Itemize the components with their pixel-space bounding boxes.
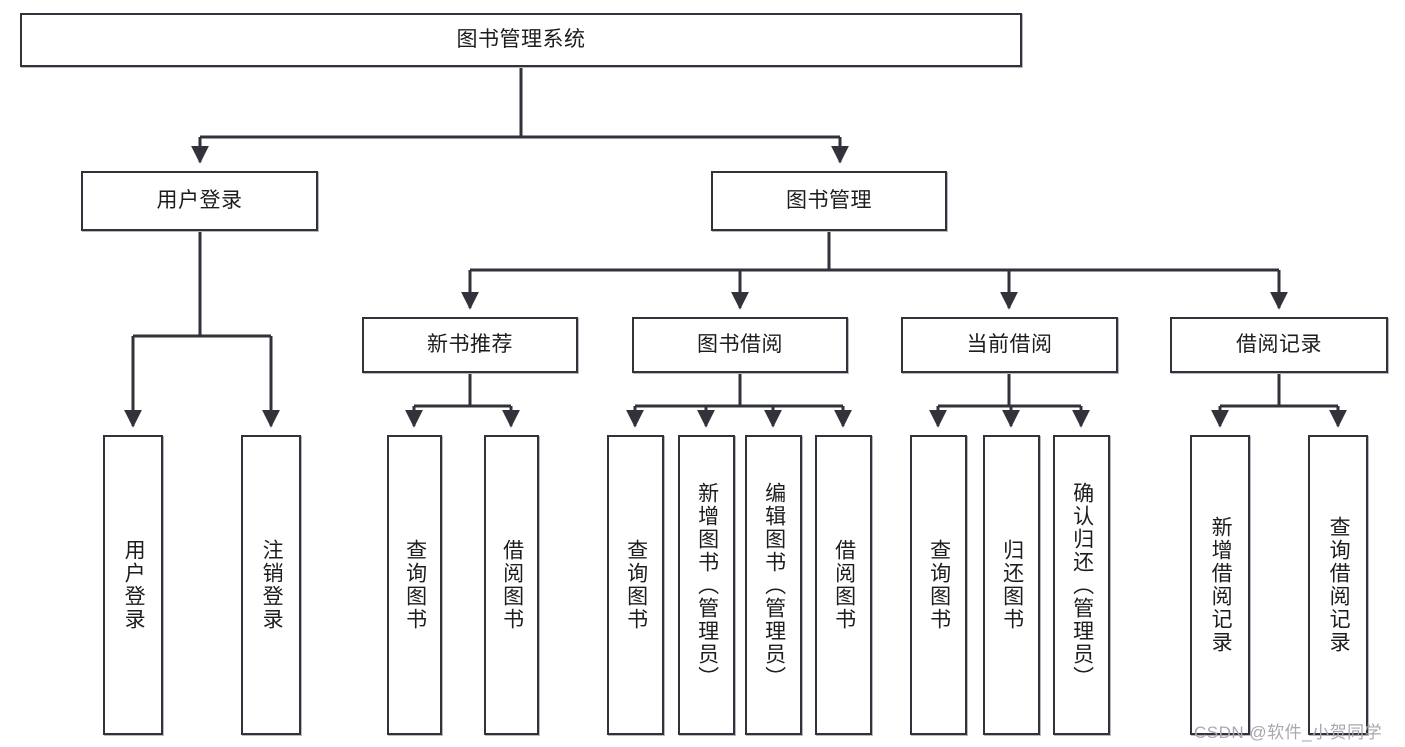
- node-leaf-edit-book[interactable]: 编辑图书（管理员）: [745, 435, 802, 735]
- node-leaf-return-book-label: 归还图书: [1000, 539, 1024, 631]
- node-leaf-confirm-return-label: 确认归还（管理员）: [1070, 481, 1094, 689]
- node-leaf-edit-book-label: 编辑图书（管理员）: [762, 481, 786, 689]
- node-borrow-record-label: 借阅记录: [1236, 333, 1322, 357]
- node-leaf-return-book[interactable]: 归还图书: [983, 435, 1040, 735]
- node-leaf-query-book-1[interactable]: 查询图书: [387, 435, 442, 735]
- node-new-book-rec[interactable]: 新书推荐: [362, 317, 578, 373]
- node-borrow-record[interactable]: 借阅记录: [1170, 317, 1388, 373]
- node-leaf-add-book[interactable]: 新增图书（管理员）: [678, 435, 735, 735]
- node-leaf-query-book-1-label: 查询图书: [403, 539, 427, 631]
- csdn-watermark: CSDN @软件_小贺同学: [1194, 723, 1383, 742]
- node-new-book-rec-label: 新书推荐: [427, 333, 513, 357]
- node-book-borrow[interactable]: 图书借阅: [632, 317, 848, 373]
- node-leaf-logout-label: 注销登录: [260, 539, 284, 631]
- node-leaf-borrow-book-2[interactable]: 借阅图书: [815, 435, 872, 735]
- node-book-borrow-label: 图书借阅: [697, 333, 783, 357]
- node-user-login[interactable]: 用户登录: [81, 171, 318, 231]
- node-leaf-query-book-2[interactable]: 查询图书: [607, 435, 664, 735]
- node-leaf-add-record-label: 新增借阅记录: [1209, 516, 1233, 654]
- node-leaf-query-book-3[interactable]: 查询图书: [910, 435, 967, 735]
- node-current-borrow[interactable]: 当前借阅: [901, 317, 1118, 373]
- node-leaf-borrow-book-1[interactable]: 借阅图书: [484, 435, 539, 735]
- node-leaf-borrow-book-1-label: 借阅图书: [500, 539, 524, 631]
- node-current-borrow-label: 当前借阅: [966, 333, 1053, 357]
- node-leaf-confirm-return[interactable]: 确认归还（管理员）: [1053, 435, 1110, 735]
- node-leaf-add-record[interactable]: 新增借阅记录: [1190, 435, 1250, 735]
- node-leaf-add-book-label: 新增图书（管理员）: [695, 481, 719, 689]
- node-leaf-query-book-3-label: 查询图书: [927, 539, 951, 631]
- node-leaf-logout[interactable]: 注销登录: [241, 435, 301, 735]
- node-leaf-borrow-book-2-label: 借阅图书: [832, 539, 856, 631]
- node-root[interactable]: 图书管理系统: [20, 13, 1022, 67]
- node-leaf-query-record[interactable]: 查询借阅记录: [1308, 435, 1368, 735]
- node-book-manage-label: 图书管理: [786, 189, 872, 213]
- node-leaf-query-book-2-label: 查询图书: [624, 539, 648, 631]
- node-leaf-user-login[interactable]: 用户登录: [103, 435, 163, 735]
- node-user-login-label: 用户登录: [156, 189, 243, 213]
- node-leaf-user-login-label: 用户登录: [122, 539, 146, 631]
- node-root-label: 图书管理系统: [456, 28, 586, 52]
- node-leaf-query-record-label: 查询借阅记录: [1327, 516, 1351, 654]
- node-book-manage[interactable]: 图书管理: [711, 171, 947, 231]
